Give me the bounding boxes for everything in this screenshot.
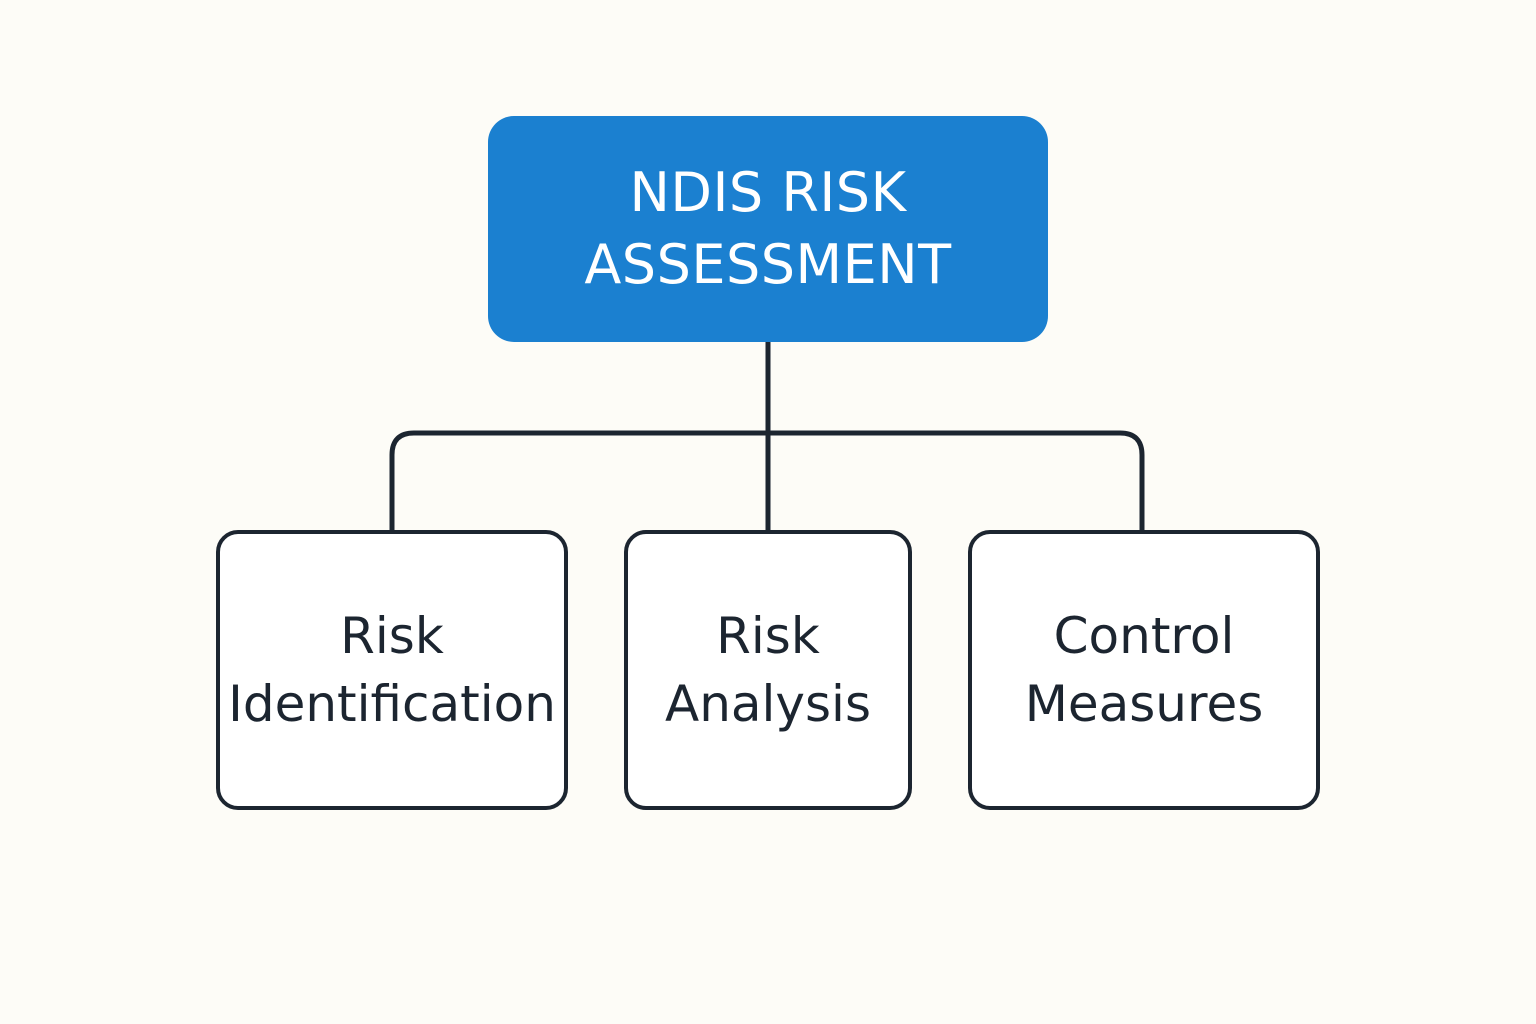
child-node-risk-identification: Risk Identification bbox=[216, 530, 568, 810]
child-node-label-line-1: Control bbox=[1053, 607, 1235, 665]
root-node-label-line-1: NDIS RISK bbox=[629, 161, 907, 224]
child-node-risk-analysis: Risk Analysis bbox=[624, 530, 912, 810]
child-node-label-line-2: Identification bbox=[228, 675, 556, 733]
child-node-label-line-1: Risk bbox=[340, 607, 444, 665]
child-node-label-line-2: Analysis bbox=[664, 675, 871, 733]
child-node-label-line-1: Risk bbox=[716, 607, 820, 665]
child-node-control-measures: Control Measures bbox=[968, 530, 1320, 810]
root-node-ndis-risk-assessment: NDIS RISK ASSESSMENT bbox=[488, 116, 1048, 342]
child-node-label-line-2: Measures bbox=[1024, 675, 1264, 733]
root-node-label-line-2: ASSESSMENT bbox=[584, 233, 952, 296]
